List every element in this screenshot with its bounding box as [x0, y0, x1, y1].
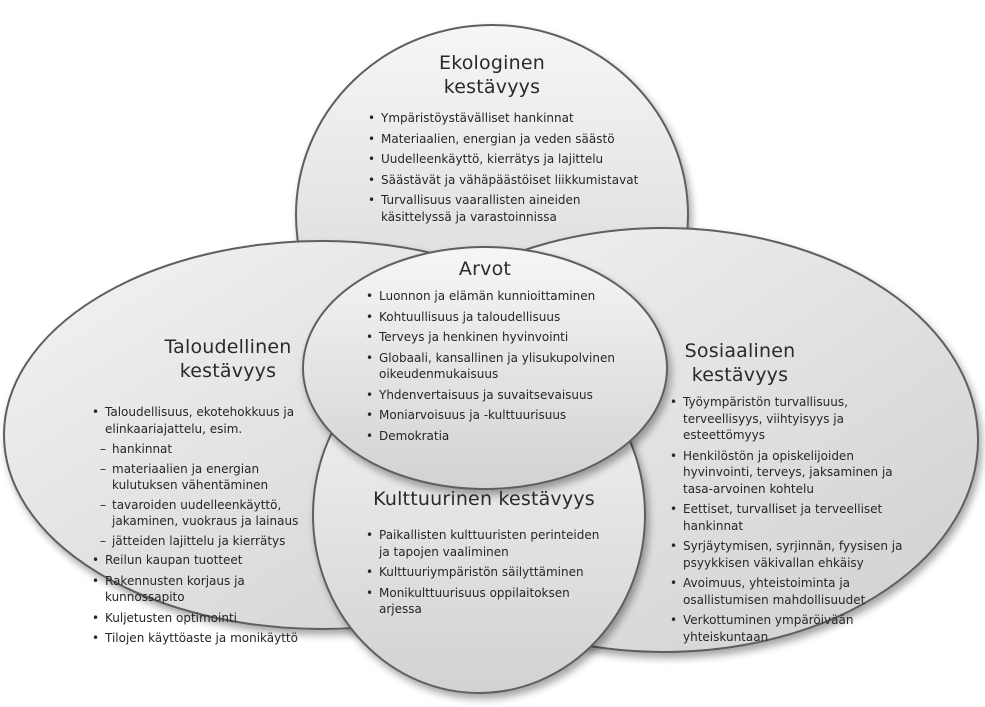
list-item: Työympäristön turvallisuus, terveellisyy… [670, 394, 883, 444]
sosiaalinen-title: Sosiaalinen kestävyys [640, 339, 840, 387]
sub-list-item: tavaroiden uudelleenkäyttö, jakaminen, v… [92, 497, 307, 530]
list-item: Moniarvoisuus ja -kulttuurisuus [366, 407, 626, 424]
list-item: Turvallisuus vaarallisten aineiden käsit… [368, 192, 606, 225]
list-item: Materiaalien, energian ja veden säästö [368, 131, 653, 148]
list-item: Terveys ja henkinen hyvinvointi [366, 329, 626, 346]
sub-list-item: hankinnat [92, 441, 317, 458]
list-item: Luonnon ja elämän kunnioittaminen [366, 288, 626, 305]
sosiaalinen-title-line1: Sosiaalinen [684, 340, 796, 362]
sosiaalinen-list: Työympäristön turvallisuus, terveellisyy… [670, 394, 910, 649]
list-item: Paikallisten kulttuuristen perinteiden j… [366, 527, 604, 560]
list-item: Globaali, kansallinen ja ylisukupolvinen… [366, 350, 629, 383]
taloudellinen-title-line1: Taloudellinen [164, 336, 292, 358]
sub-list-item: materiaalien ja energian kulutuksen vähe… [92, 461, 282, 494]
arvot-list: Luonnon ja elämän kunnioittaminen Kohtuu… [366, 288, 626, 448]
list-item: Tilojen käyttöaste ja monikäyttö [92, 630, 317, 647]
list-item: Uudelleenkäyttö, kierrätys ja lajittelu [368, 151, 653, 168]
taloudellinen-title-line2: kestävyys [179, 360, 277, 382]
list-item: Rakennusten korjaus ja kunnossapito [92, 573, 317, 606]
taloudellinen-title: Taloudellinen kestävyys [128, 335, 328, 383]
list-item: Yhdenvertaisuus ja suvaitsevaisuus [366, 387, 626, 404]
ekologinen-title-line2: kestävyys [443, 76, 541, 98]
list-item: Verkottuminen ympäröivään yhteiskuntaan [670, 612, 893, 645]
list-item: Taloudellisuus, ekotehokkuus ja elinkaar… [92, 404, 317, 437]
list-item: Kuljetusten optimointi [92, 610, 317, 627]
list-item: Avoimuus, yhteistoiminta ja osallistumis… [670, 575, 893, 608]
list-item: Säästävät ja vähäpäästöiset liikkumistav… [368, 172, 653, 189]
list-item: Kohtuullisuus ja taloudellisuus [366, 309, 626, 326]
ekologinen-title-line1: Ekologinen [439, 52, 545, 74]
ekologinen-list: Ympäristöystävälliset hankinnat Materiaa… [368, 110, 653, 229]
sub-list-item: jätteiden lajittelu ja kierrätys [92, 533, 317, 550]
list-item: Syrjäytymisen, syrjinnän, fyysisen ja ps… [670, 538, 913, 571]
kulttuurinen-title: Kulttuurinen kestävyys [373, 488, 595, 510]
arvot-title: Arvot [458, 258, 512, 280]
taloudellinen-list: Taloudellisuus, ekotehokkuus ja elinkaar… [92, 404, 317, 651]
ekologinen-title: Ekologinen kestävyys [392, 51, 592, 99]
kulttuurinen-list: Paikallisten kulttuuristen perinteiden j… [366, 527, 606, 622]
list-item: Eettiset, turvalliset ja terveelliset ha… [670, 501, 898, 534]
list-item: Kulttuuriympäristön säilyttäminen [366, 564, 606, 581]
list-item: Monikulttuurisuus oppilaitoksen arjessa [366, 585, 609, 618]
sosiaalinen-title-line2: kestävyys [691, 364, 789, 386]
list-item: Henkilöstön ja opiskelijoiden hyvinvoint… [670, 448, 908, 498]
list-item: Reilun kaupan tuotteet [92, 552, 317, 569]
list-item: Ympäristöystävälliset hankinnat [368, 110, 653, 127]
list-item: Demokratia [366, 428, 626, 445]
